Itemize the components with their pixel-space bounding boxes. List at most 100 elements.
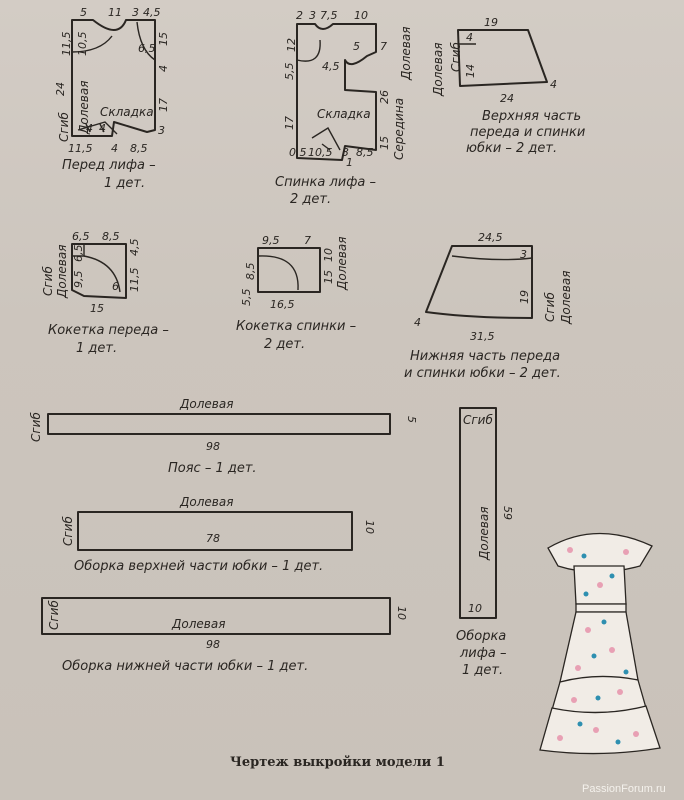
upper-skirt-dim: 4	[550, 78, 557, 91]
grain-label: Долевая	[179, 495, 233, 509]
back-yoke-dim: 15	[322, 270, 335, 284]
fold-edge-label: Сгиб	[57, 112, 71, 142]
front-bodice-dim: 15	[157, 32, 170, 46]
lower-frill-dim: 98	[206, 638, 220, 651]
lower-skirt-dim: 4	[414, 316, 421, 329]
fold-label: Складка	[317, 107, 371, 121]
grain-label: Долевая	[179, 397, 233, 411]
grain-label: Долевая	[431, 43, 445, 97]
back-bodice-dim: 4,5	[322, 60, 340, 73]
front-yoke-dim: 6,5	[72, 230, 90, 243]
fold-label: Складка	[100, 105, 154, 119]
belt-caption: Пояс – 1 дет.	[168, 461, 257, 476]
bodice-frill-caption: лифа –	[459, 646, 506, 661]
front-yoke-dim: 11,5	[128, 268, 141, 293]
front-yoke-dim: 6,5	[72, 245, 85, 263]
back-yoke-dim: 16,5	[270, 298, 295, 311]
back-yoke-dim: 8,5	[244, 263, 257, 281]
back-bodice-dim: 26	[378, 90, 391, 104]
front-yoke-dim: 15	[90, 302, 104, 315]
watermark: PassionForum.ru	[582, 783, 666, 795]
grain-label: Долевая	[477, 507, 491, 561]
back-bodice-dim: 8,5	[356, 146, 374, 159]
grain-label: Долевая	[399, 27, 413, 81]
fold-edge-label: Сгиб	[543, 292, 557, 322]
lower-frill-caption: Оборка нижней части юбки – 1 дет.	[62, 659, 308, 674]
fold-edge-label: Сгиб	[47, 600, 61, 630]
front-yoke-piece: 6,5 8,5 6,5 4,5 9,5 11,5 6 15 Сгиб Долев…	[41, 230, 169, 356]
front-bodice-dim: 8,5	[130, 142, 148, 155]
grain-label: Долевая	[335, 237, 349, 291]
upper-frill-piece: Долевая Сгиб 78 10 Оборка верхней части …	[61, 495, 376, 574]
back-bodice-dim: 3	[342, 146, 349, 159]
front-bodice-dim: 5	[80, 6, 87, 19]
front-yoke-caption: Кокетка переда –	[48, 323, 169, 338]
upper-skirt-caption: переда и спинки	[470, 125, 585, 140]
center-label: Середина	[392, 98, 406, 160]
front-bodice-dim: 3	[132, 6, 139, 19]
fold-edge-label: Сгиб	[41, 266, 55, 296]
grain-label: Долевая	[55, 245, 69, 299]
front-bodice-dim: 11,5	[60, 32, 73, 57]
upper-skirt-dim: 4	[466, 31, 473, 44]
upper-skirt-caption: Верхняя часть	[482, 109, 581, 124]
front-bodice-caption: 1 дет.	[104, 176, 145, 191]
front-bodice-dim: 4	[86, 122, 93, 135]
back-bodice-piece: 2 3 7,5 10 12 5 5,5 4,5 7 26 17 15 0,5 1…	[275, 9, 413, 207]
front-bodice-dim: 4	[111, 142, 118, 155]
dress-print	[577, 553, 629, 745]
back-bodice-dim: 1	[346, 156, 353, 169]
front-bodice-dim: 4	[157, 65, 170, 72]
lower-skirt-caption: Нижняя часть переда	[410, 349, 560, 364]
grain-label: Долевая	[171, 617, 225, 631]
back-bodice-caption: Спинка лифа –	[275, 175, 376, 190]
back-bodice-dim: 7,5	[320, 9, 338, 22]
back-yoke-dim: 7	[304, 234, 311, 247]
upper-frill-dim: 10	[363, 520, 376, 534]
front-bodice-dim: 11,5	[68, 142, 93, 155]
front-bodice-dim: 4	[99, 122, 106, 135]
lower-skirt-dim: 3	[520, 248, 527, 261]
front-bodice-dim: 17	[157, 98, 170, 112]
page-title: Чертеж выкройки модели 1	[230, 755, 445, 770]
upper-skirt-dim: 24	[500, 92, 514, 105]
back-bodice-caption: 2 дет.	[290, 192, 331, 207]
back-bodice-dim: 3	[309, 9, 316, 22]
belt-dim: 5	[405, 416, 418, 423]
front-bodice-dim: 24	[54, 82, 67, 96]
front-yoke-dim: 9,5	[72, 271, 85, 289]
fold-edge-label: Сгиб	[463, 413, 493, 427]
back-bodice-dim: 2	[296, 9, 303, 22]
lower-skirt-caption: и спинки юбки – 2 дет.	[404, 366, 561, 381]
back-bodice-dim: 17	[283, 116, 296, 130]
upper-skirt-piece: 19 4 14 4 24 Долевая Сгиб Верхняя часть …	[431, 16, 585, 156]
front-bodice-dim: 4,5	[143, 6, 161, 19]
front-bodice-dim: 3	[158, 124, 165, 137]
front-yoke-dim: 6	[112, 280, 119, 293]
back-yoke-dim: 5,5	[240, 289, 253, 307]
back-bodice-dim: 7	[380, 40, 387, 53]
lower-frill-dim: 10	[395, 606, 408, 620]
upper-frill-dim: 78	[206, 532, 220, 545]
back-bodice-dim: 5	[353, 40, 360, 53]
lower-skirt-dim: 31,5	[470, 330, 495, 343]
back-yoke-caption: 2 дет.	[264, 337, 305, 352]
back-yoke-dim: 10	[322, 248, 335, 262]
back-bodice-dim: 10,5	[308, 146, 333, 159]
bodice-frill-caption: Оборка	[456, 629, 506, 644]
upper-skirt-dim: 19	[484, 16, 498, 29]
lower-skirt-dim: 19	[518, 290, 531, 304]
back-yoke-piece: 9,5 7 10 15 8,5 5,5 16,5 Долевая Кокетка…	[236, 234, 356, 352]
grain-label: Долевая	[77, 81, 91, 135]
back-bodice-dim: 10	[354, 9, 368, 22]
belt-dim: 98	[206, 440, 220, 453]
lower-skirt-dim: 24,5	[478, 231, 503, 244]
lower-frill-piece: Сгиб Долевая 98 10 Оборка нижней части ю…	[41, 597, 408, 674]
bodice-frill-caption: 1 дет.	[462, 663, 503, 678]
upper-skirt-caption: юбки – 2 дет.	[466, 141, 557, 156]
front-bodice-piece: 5 11 3 4,5 11,5 10,5 6,5 15 4 24 17 3 11…	[54, 6, 170, 191]
back-yoke-dim: 9,5	[262, 234, 280, 247]
front-yoke-caption: 1 дет.	[76, 341, 117, 356]
front-yoke-dim: 8,5	[102, 230, 120, 243]
